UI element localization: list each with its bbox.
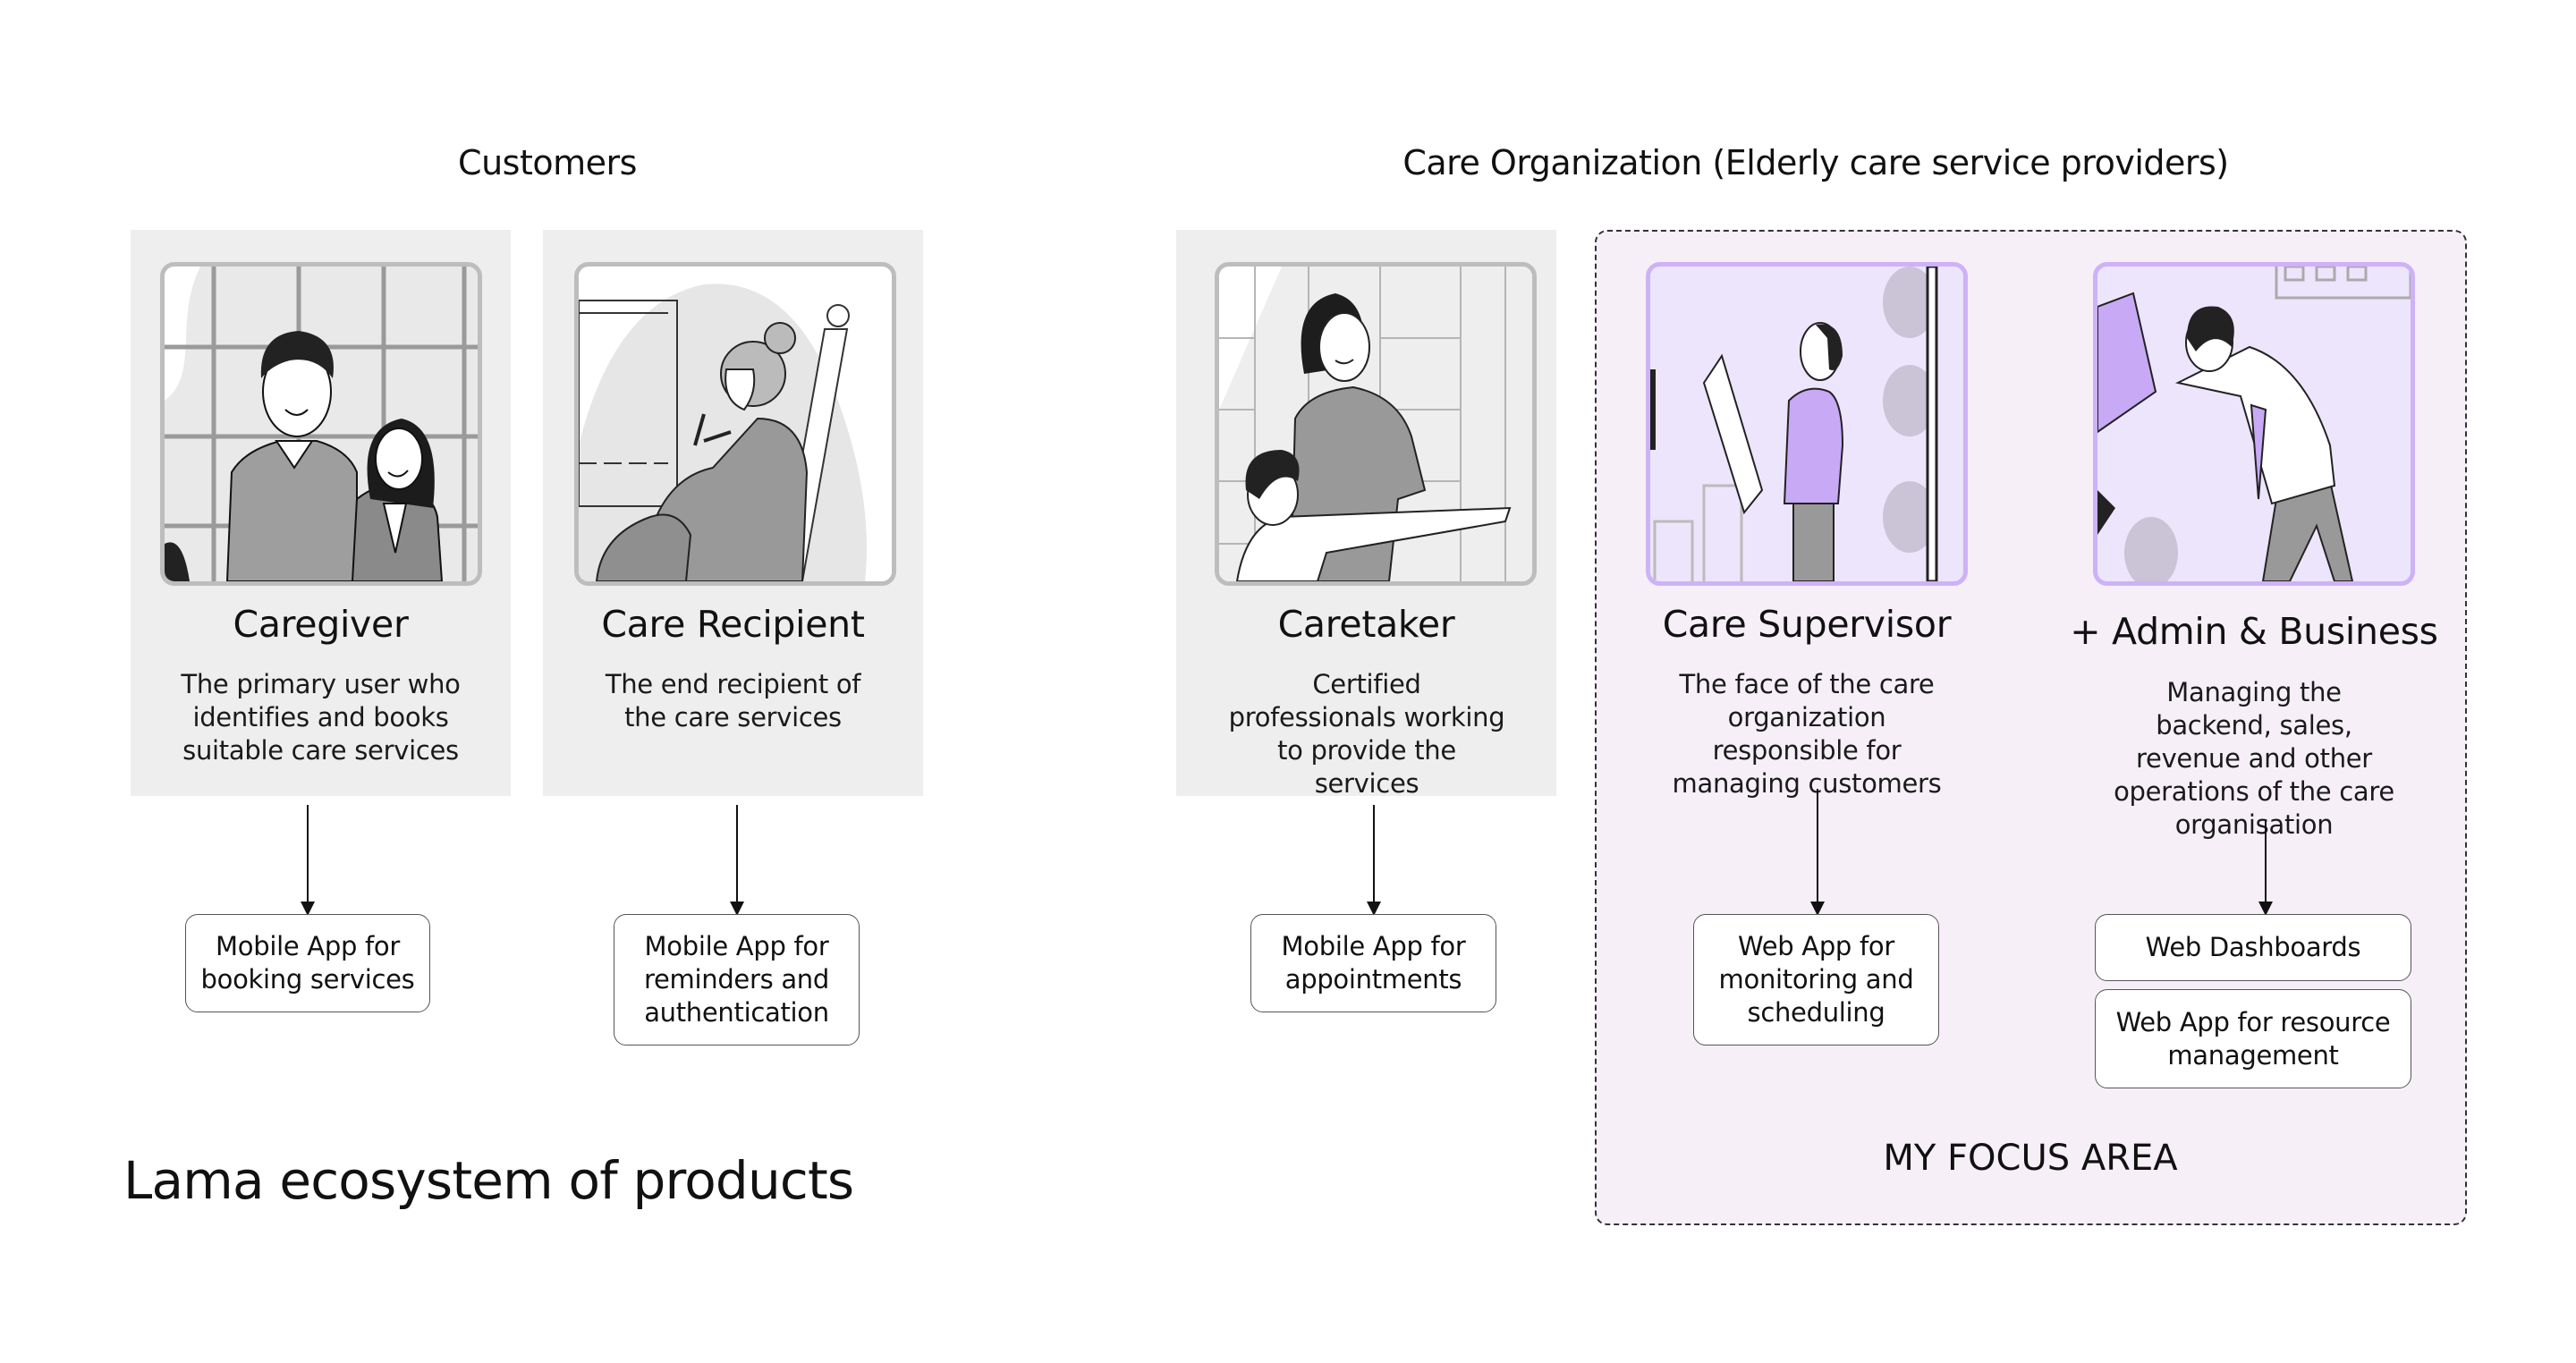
man-pushing-box-illustration (2093, 262, 2415, 586)
care-organization-heading: Care Organization (Elderly care service … (1402, 143, 2229, 182)
product-box-reminders-app: Mobile App for reminders and authenticat… (614, 914, 860, 1046)
caretaker-arrow (1367, 805, 1381, 916)
supervisor-reading-illustration (1646, 262, 1968, 586)
customers-heading: Customers (458, 143, 637, 182)
product-box-monitoring-app: Web App for monitoring and scheduling (1693, 914, 1939, 1046)
focus-area-label: MY FOCUS AREA (1883, 1138, 2178, 1179)
care-recipient-description: The end recipient of the care services (605, 669, 861, 732)
care-supervisor-arrow (1810, 789, 1825, 916)
product-box-resource-app: Web App for resource management (2095, 989, 2411, 1088)
product-box-appointments-app: Mobile App for appointments (1250, 914, 1496, 1012)
caretaker-assisting-illustration (1215, 262, 1537, 586)
couple-illustration (160, 262, 482, 586)
elderly-woman-knitting-illustration (574, 262, 896, 586)
product-box-booking-app: Mobile App for booking services (185, 914, 430, 1012)
caretaker-title: Caretaker (1277, 603, 1455, 646)
admin-business-title: + Admin & Business (2070, 610, 2438, 653)
admin-business-description: Managing the backend, sales, revenue and… (2114, 677, 2394, 840)
admin-business-arrow (2258, 821, 2273, 916)
caregiver-title: Caregiver (233, 603, 409, 646)
care-recipient-arrow (730, 805, 744, 916)
caregiver-arrow (301, 805, 315, 916)
caretaker-description: Certified professionals working to provi… (1228, 669, 1505, 799)
care-recipient-title: Care Recipient (601, 603, 865, 646)
page-title: Lama ecosystem of products (123, 1150, 854, 1211)
caregiver-description: The primary user who identifies and book… (181, 669, 461, 766)
care-supervisor-description: The face of the care organization respon… (1672, 669, 1942, 799)
product-box-web-dashboards: Web Dashboards (2095, 914, 2411, 981)
care-supervisor-title: Care Supervisor (1662, 603, 1952, 646)
